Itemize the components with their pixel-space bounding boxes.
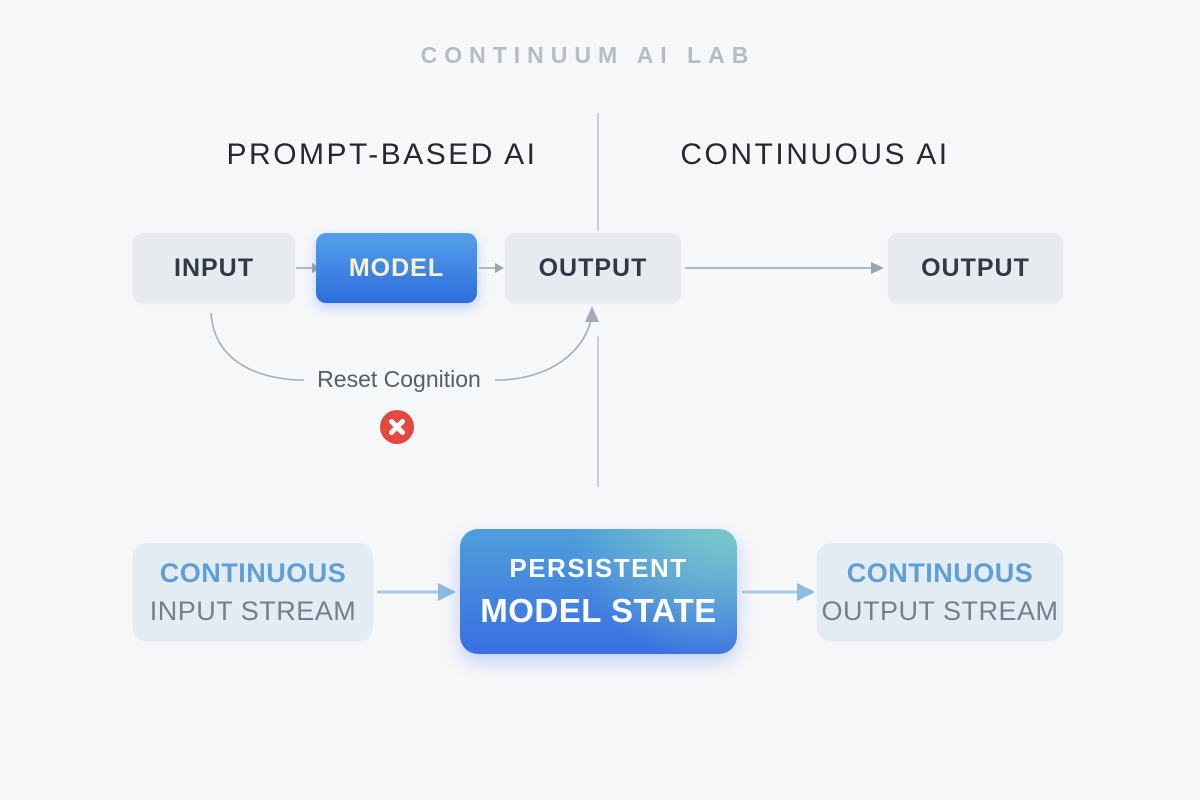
node-output-right-label: OUTPUT [921, 253, 1030, 282]
reset-cognition-arrow-icon [210, 306, 599, 381]
node-persistent-model-state: PERSISTENT MODEL STATE [460, 529, 737, 654]
node-model-label: MODEL [348, 253, 445, 282]
reset-cognition-label: Reset Cognition [317, 366, 481, 392]
x-circle-icon [380, 410, 414, 444]
arrow-state-to-stream-icon [742, 583, 815, 601]
section-divider-line [597, 113, 599, 231]
node-output-label: OUTPUT [538, 253, 648, 282]
node-output: OUTPUT [505, 233, 681, 303]
continuous-output-line2: OUTPUT STREAM [821, 595, 1059, 626]
section-title-continuous-ai: CONTINUOUS AI [680, 138, 950, 171]
persistent-label: PERSISTENT [509, 553, 688, 583]
arrow-stream-to-state-icon [377, 583, 456, 601]
node-input-label: INPUT [174, 253, 254, 282]
node-output-right: OUTPUT [888, 233, 1063, 303]
state-to-output-line [597, 336, 599, 487]
arrow-output-to-output-icon [685, 262, 884, 274]
node-input: INPUT [133, 233, 295, 303]
continuous-output-line1: CONTINUOUS [846, 557, 1034, 588]
section-title-prompt-based-ai: PROMPT-BASED AI [226, 138, 538, 171]
node-model: MODEL [316, 233, 477, 303]
node-continuous-output-stream: CONTINUOUS OUTPUT STREAM [817, 543, 1063, 641]
arrow-model-to-output-icon [479, 263, 504, 273]
model-state-label: MODEL STATE [480, 592, 717, 629]
continuous-input-line2: INPUT STREAM [149, 595, 357, 626]
continuous-input-line1: CONTINUOUS [159, 557, 347, 588]
brand-title: CONTINUUM AI LAB [420, 42, 756, 68]
node-continuous-input-stream: CONTINUOUS INPUT STREAM [133, 543, 373, 641]
